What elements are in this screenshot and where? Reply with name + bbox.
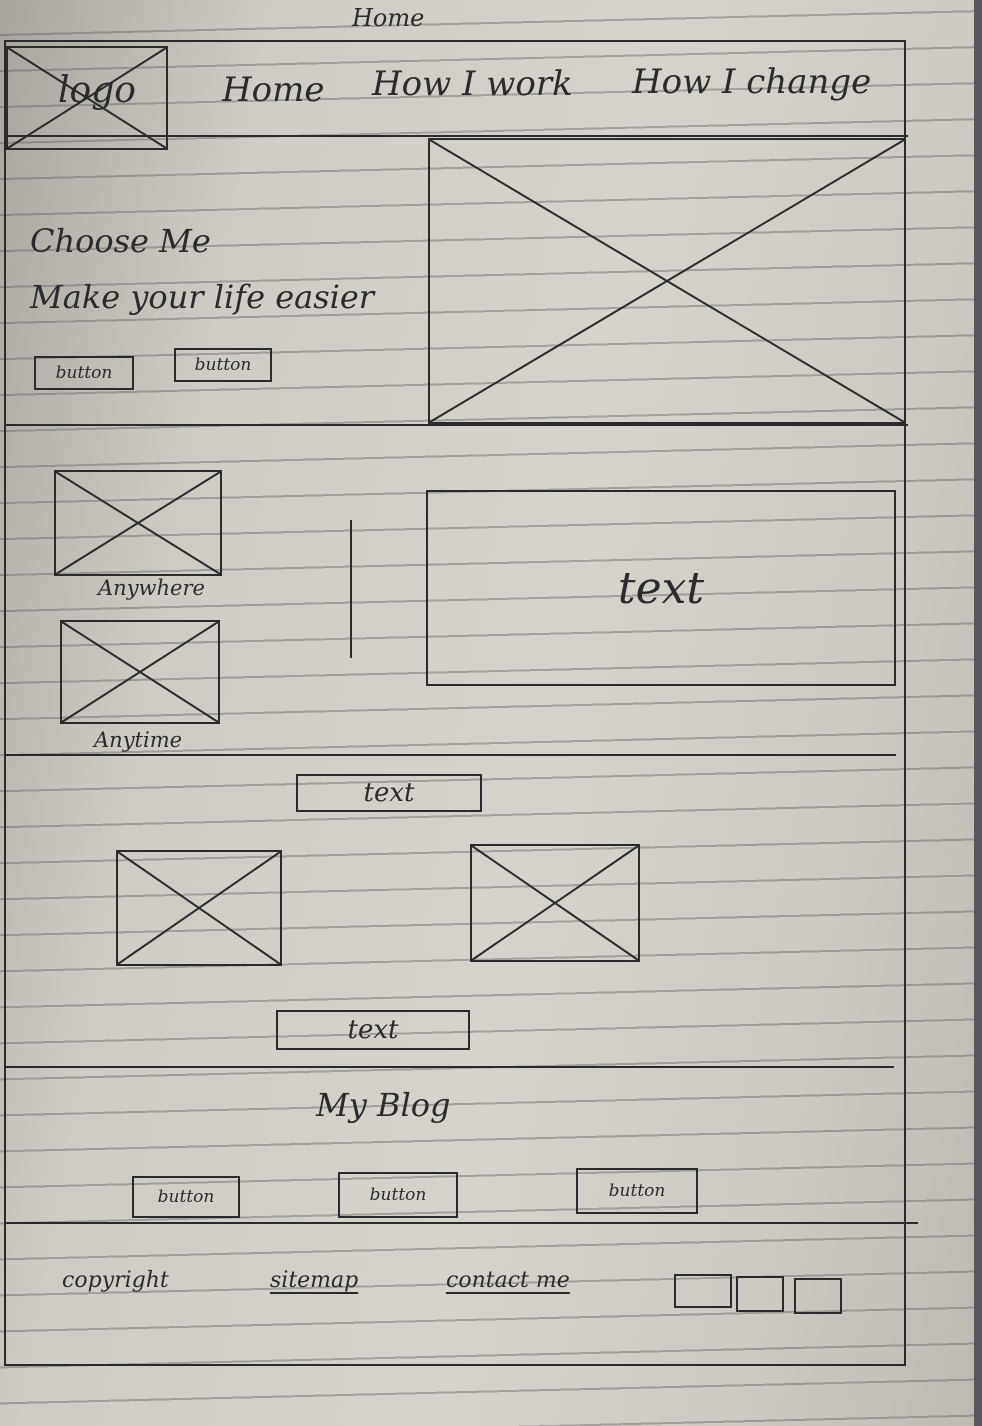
image-placeholder-cross-icon [118,852,280,964]
header-divider [4,135,908,137]
nav-item-how-i-change[interactable]: How I change [632,62,872,102]
footer-contact-link[interactable]: contact me [446,1268,570,1293]
features-text-panel: text [426,490,896,686]
page-title: Home [352,4,425,32]
image-placeholder-cross-icon [8,48,166,148]
social-icon-2[interactable] [736,1276,784,1312]
blog-title: My Blog [316,1086,451,1124]
wireframe-frame [4,40,906,1366]
image-placeholder-cross-icon [56,472,220,574]
footer-copyright: copyright [62,1268,169,1293]
gallery-top-text: text [296,774,482,812]
anywhere-caption: Anywhere [98,576,205,600]
hero-heading: Choose Me [30,222,211,260]
nav-item-how-i-work[interactable]: How I work [372,64,573,104]
anytime-caption: Anytime [94,728,183,752]
hero-image-placeholder [428,138,906,424]
hero-primary-button[interactable]: button [34,356,134,390]
image-placeholder-cross-icon [430,140,904,422]
blog-button-1[interactable]: button [132,1176,240,1218]
blog-button-2[interactable]: button [338,1172,458,1218]
logo-label: logo [58,70,136,111]
features-divider [4,754,896,756]
blog-scroll-mark [904,1064,906,1176]
anytime-image-placeholder [60,620,220,724]
hero-secondary-button[interactable]: button [174,348,272,382]
gallery-bottom-text: text [276,1010,470,1050]
notebook-page-edge [974,0,982,1426]
anywhere-image-placeholder [54,470,222,576]
hero-divider [4,424,908,426]
blog-button-3[interactable]: button [576,1168,698,1214]
footer-sitemap-link[interactable]: sitemap [270,1268,359,1293]
image-placeholder-cross-icon [472,846,638,960]
nav-item-home[interactable]: Home [222,70,325,110]
gallery-divider [4,1066,894,1068]
image-placeholder-cross-icon [62,622,218,722]
gallery-image-right [470,844,640,962]
logo-placeholder[interactable]: logo [6,46,168,150]
blog-divider [4,1222,918,1224]
social-icon-1[interactable] [674,1274,732,1308]
social-icon-3[interactable] [794,1278,842,1314]
features-separator [350,520,352,658]
gallery-image-left [116,850,282,966]
hero-tagline: Make your life easier [30,278,375,316]
